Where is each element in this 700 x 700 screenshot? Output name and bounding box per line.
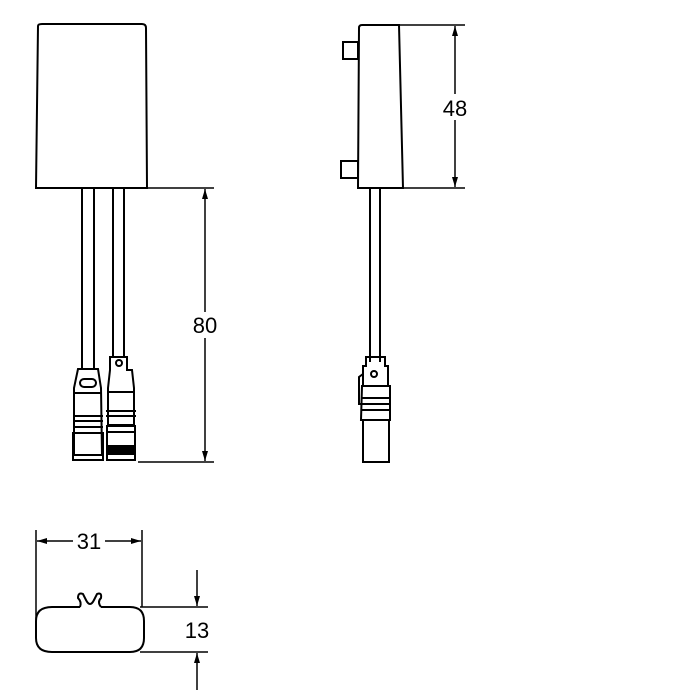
side-view: 48 bbox=[340, 24, 469, 463]
bottom-view: 31 13 bbox=[35, 528, 209, 690]
mounting-tab-bottom bbox=[340, 160, 359, 179]
bottom-housing bbox=[35, 606, 145, 653]
dimension-label-48: 48 bbox=[443, 96, 467, 121]
side-cable bbox=[369, 188, 381, 362]
dimension-width: 31 bbox=[35, 528, 143, 620]
left-connector bbox=[72, 368, 104, 461]
dimension-label-80: 80 bbox=[193, 313, 217, 338]
mounting-tab-top bbox=[342, 41, 359, 60]
clip bbox=[76, 592, 103, 608]
side-connector bbox=[358, 356, 391, 463]
dimension-housing-height: 48 bbox=[400, 24, 469, 189]
front-view: 80 bbox=[34, 23, 220, 463]
dimension-cable-length: 80 bbox=[138, 187, 220, 463]
front-housing bbox=[34, 23, 149, 189]
left-cable bbox=[81, 188, 95, 370]
side-housing bbox=[356, 24, 405, 189]
right-cable bbox=[112, 188, 125, 358]
dimension-label-31: 31 bbox=[77, 529, 101, 554]
right-connector bbox=[106, 356, 136, 461]
dimension-label-13: 13 bbox=[185, 618, 209, 643]
dimension-depth: 13 bbox=[140, 570, 209, 690]
